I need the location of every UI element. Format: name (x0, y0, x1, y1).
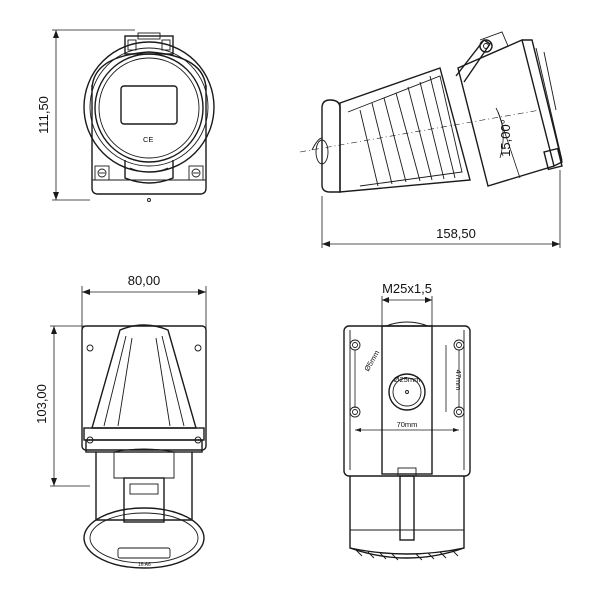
dim-side-angle: 15,00° (498, 119, 513, 157)
dim-bottom-height: 103,00 (34, 384, 49, 424)
ce-mark: CE (143, 135, 153, 144)
bottom-view: 80,00 103,00 16 A6 (34, 273, 207, 569)
dim-front-height: 111,50 (36, 96, 51, 134)
dim-thread: M25x1,5 (382, 281, 432, 296)
rating-mark: 16 A6 (138, 562, 151, 568)
side-view: 15,00° 158,50 (299, 31, 563, 248)
label-hole-diameter: Ø5mm (362, 349, 381, 373)
front-view: 111,50 CE (36, 29, 215, 202)
label-center-diameter: Ø25mm (394, 375, 421, 384)
label-vertical-spacing: 47mm (454, 370, 463, 391)
dim-width: 80,00 (128, 273, 161, 288)
label-horizontal-spacing: 70mm (397, 420, 418, 429)
rear-view: M25x1,5 Ø5mm Ø25mm 47mm 70mm (343, 281, 471, 561)
dim-side-length: 158,50 (436, 226, 476, 241)
